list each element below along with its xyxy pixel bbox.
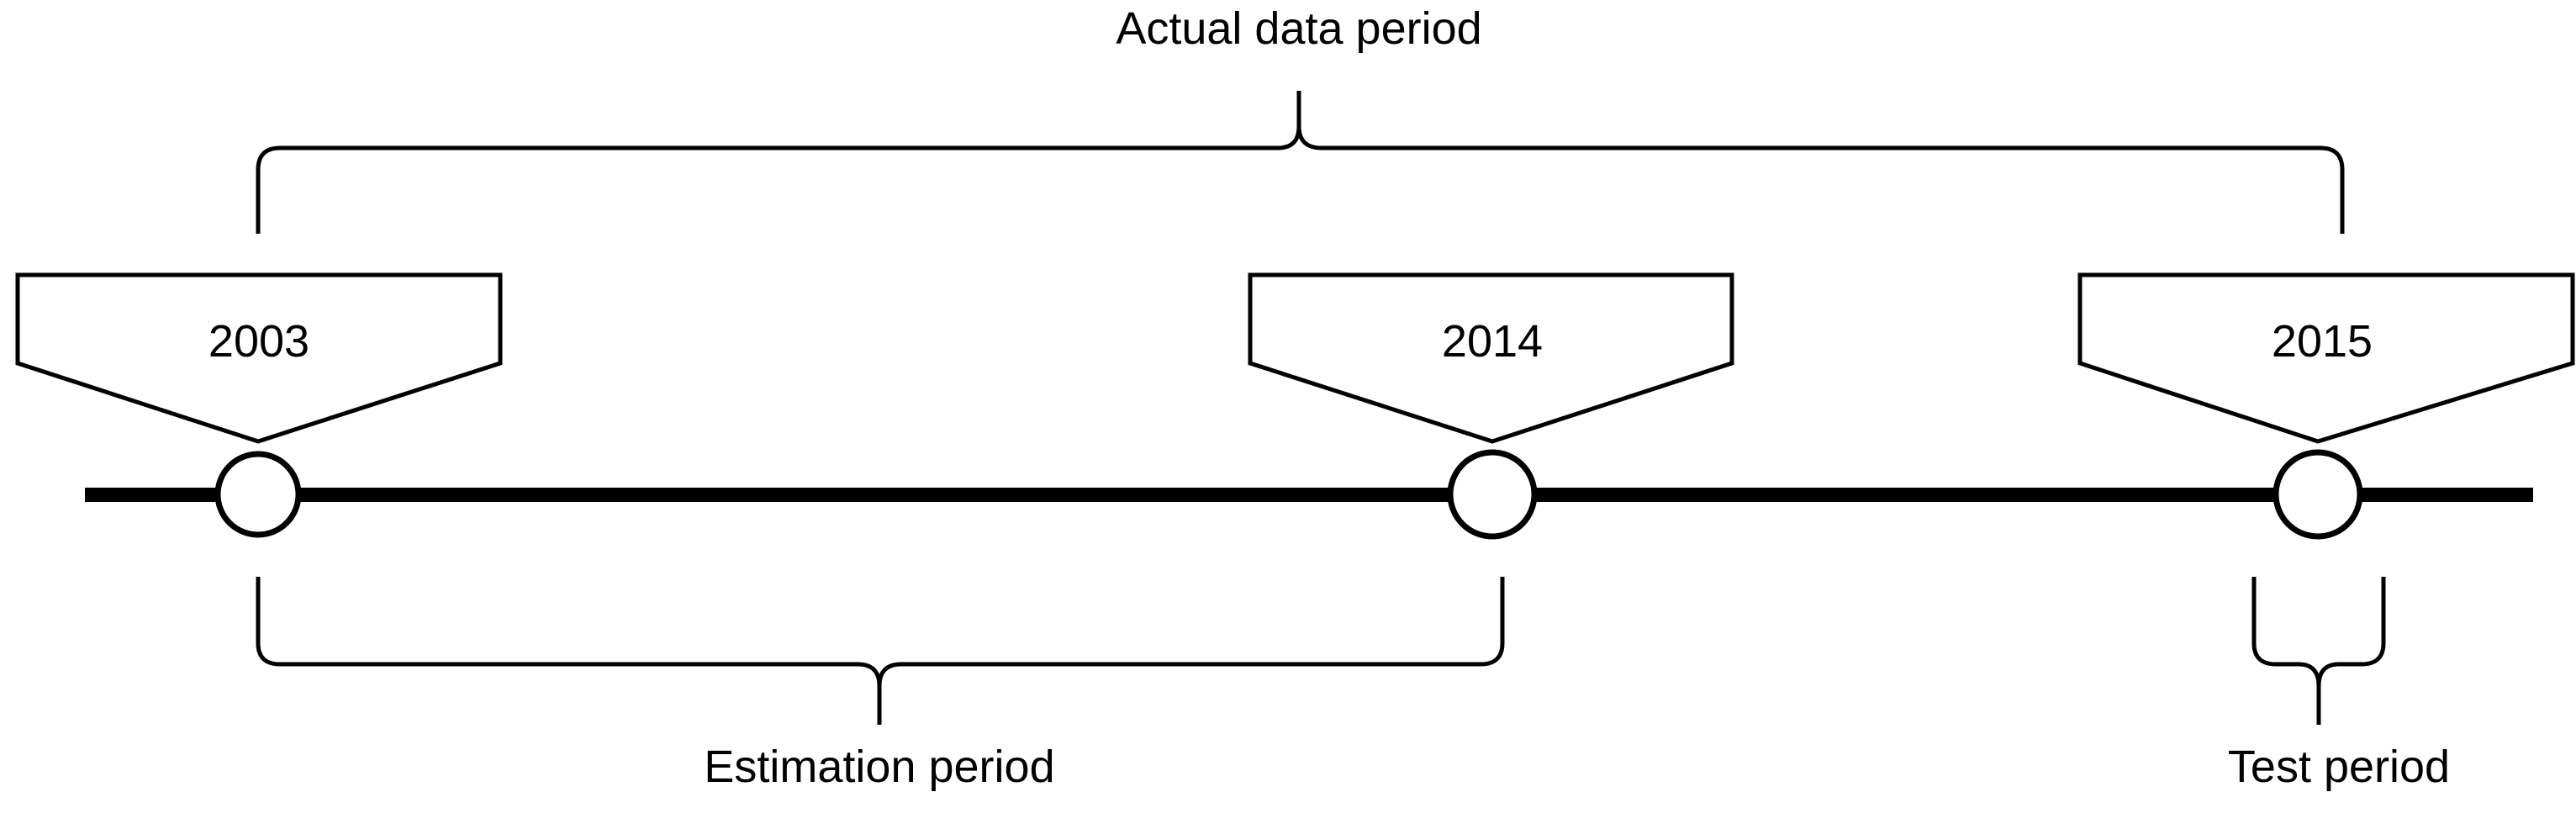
actual-data-period-bracket <box>256 91 2345 234</box>
estimation-bracket-right-arm <box>877 577 1505 687</box>
timeline-node-2014 <box>1447 449 1538 540</box>
flag-shape-2015 <box>2077 272 2575 444</box>
test-period-label: Test period <box>2228 742 2450 792</box>
top-bracket-right-arm <box>1296 125 2345 234</box>
flag-year-2014: 2014 <box>1442 316 1543 367</box>
actual-data-period-label: Actual data period <box>1116 3 1481 54</box>
test-bracket-right-arm <box>2316 577 2386 687</box>
milestone-flag-2015: 2015 <box>2077 272 2575 444</box>
estimation-period-bracket <box>256 577 1505 725</box>
flag-shape-2014 <box>1248 272 1734 444</box>
milestone-flag-2014: 2014 <box>1248 272 1734 444</box>
timeline-node-2015 <box>2272 449 2363 540</box>
estimation-bracket-left-arm <box>256 577 882 687</box>
milestone-flag-2003: 2003 <box>15 272 503 444</box>
timeline-axis-bar <box>85 488 2533 502</box>
top-bracket-left-arm <box>256 125 1301 234</box>
flag-year-2015: 2015 <box>2272 316 2373 367</box>
flag-shape-2003 <box>15 272 503 444</box>
flag-year-2003: 2003 <box>209 316 309 367</box>
test-bracket-left-arm <box>2251 577 2321 687</box>
estimation-period-label: Estimation period <box>704 742 1054 792</box>
timeline-node-2003 <box>214 451 302 538</box>
test-period-bracket <box>2251 577 2386 725</box>
